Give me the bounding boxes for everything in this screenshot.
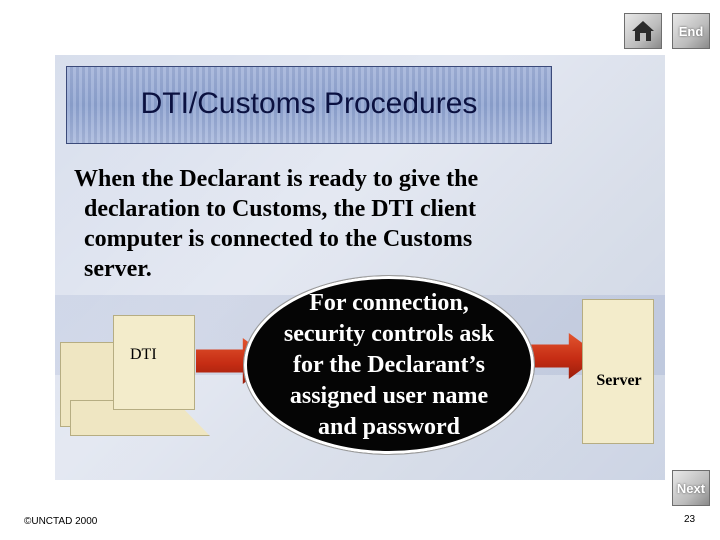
oval-line: For connection,: [309, 290, 469, 316]
body-line: When the Declarant is ready to give the: [74, 166, 479, 192]
next-button[interactable]: Next: [672, 470, 710, 506]
page-number: 23: [684, 514, 696, 525]
dti-computer-icon: [113, 315, 195, 410]
next-label: Next: [676, 481, 706, 496]
oval-line: assigned user name: [289, 383, 489, 409]
body-paragraph: When the Declarant is ready to give the …: [74, 164, 574, 284]
title-banner: DTI/Customs Procedures: [66, 66, 552, 144]
body-line: declaration to Customs, the DTI client: [84, 196, 476, 222]
oval-line: security controls ask: [283, 321, 495, 347]
home-icon: [632, 21, 654, 41]
end-button[interactable]: End: [672, 13, 710, 49]
server-label: Server: [596, 372, 642, 389]
body-line: computer is connected to the Customs: [84, 226, 473, 252]
body-line: server.: [84, 256, 152, 282]
home-button[interactable]: [624, 13, 662, 49]
page-title: DTI/Customs Procedures: [140, 87, 478, 120]
dti-label: DTI: [130, 346, 157, 363]
security-message: For connection, security controls ask fo…: [244, 288, 534, 443]
server-icon: [582, 299, 654, 444]
end-label: End: [678, 24, 704, 39]
copyright: ©UNCTAD 2000: [24, 516, 98, 527]
security-oval: [244, 276, 534, 454]
oval-line: for the Declarant’s: [293, 352, 485, 378]
oval-line: and password: [317, 414, 461, 440]
